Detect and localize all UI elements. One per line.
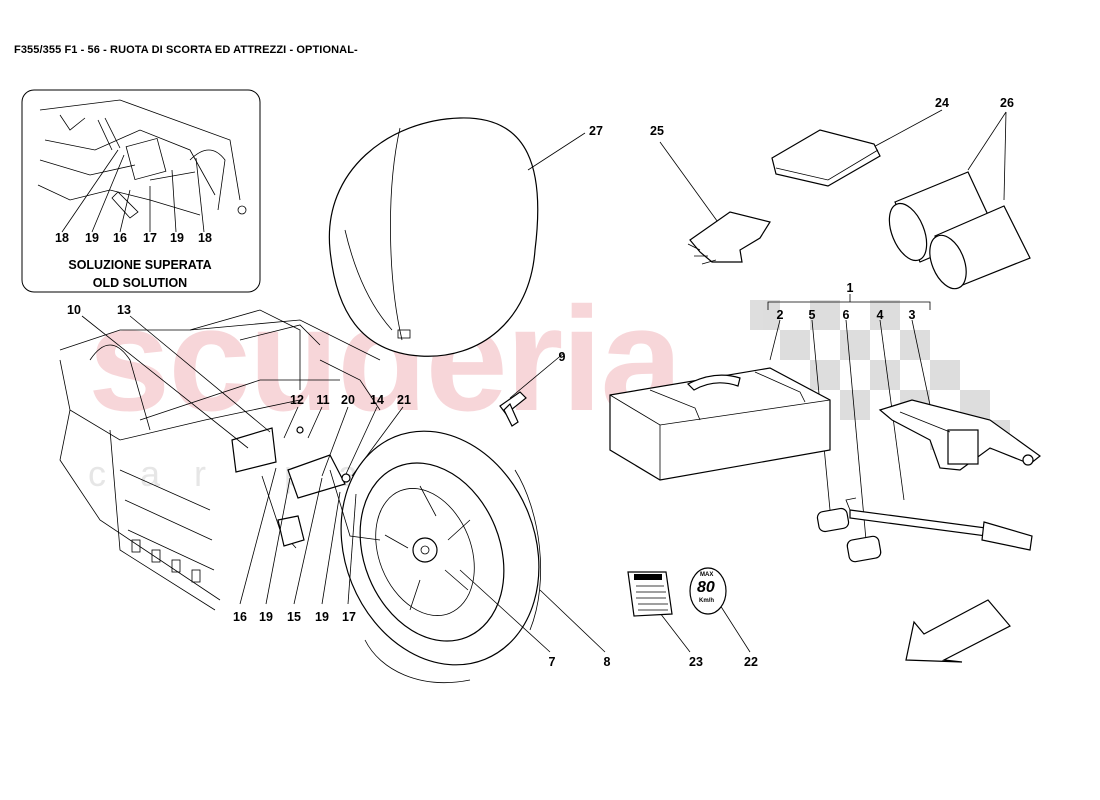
speed-sticker-unit: Km/h bbox=[699, 598, 714, 604]
wheel-cover-bag bbox=[328, 117, 539, 357]
chassis-structure bbox=[59, 309, 381, 611]
speed-limit-sticker bbox=[689, 567, 727, 615]
callout-16: 16 bbox=[233, 609, 247, 624]
callout-22: 22 bbox=[744, 654, 758, 669]
callout-13: 13 bbox=[117, 302, 131, 317]
inset-callout: 16 bbox=[113, 230, 127, 245]
group-bracket bbox=[767, 294, 931, 310]
callout-4: 4 bbox=[876, 307, 884, 322]
inset-caption-italian: SOLUZIONE SUPERATA bbox=[68, 258, 212, 272]
callout-19: 19 bbox=[259, 609, 273, 624]
callout-25: 25 bbox=[650, 123, 664, 138]
inset-sketch bbox=[37, 99, 247, 219]
speed-sticker-max: MAX bbox=[700, 572, 714, 578]
callout-5: 5 bbox=[808, 307, 816, 322]
callout-14: 14 bbox=[370, 392, 384, 407]
spare-wheel bbox=[340, 430, 542, 683]
callout-23: 23 bbox=[689, 654, 703, 669]
tool-bag bbox=[609, 367, 831, 481]
leader-lines bbox=[81, 109, 1007, 653]
callout-12: 12 bbox=[290, 392, 304, 407]
callout-1: 1 bbox=[846, 280, 854, 295]
mounting-bracket bbox=[231, 426, 381, 549]
inset-frame bbox=[21, 89, 261, 293]
instruction-label bbox=[627, 571, 673, 617]
callout-19: 19 bbox=[315, 609, 329, 624]
inset-callout: 19 bbox=[85, 230, 99, 245]
callout-9: 9 bbox=[558, 349, 566, 364]
inset-callout: 18 bbox=[198, 230, 212, 245]
inset-callout: 19 bbox=[170, 230, 184, 245]
callout-6: 6 bbox=[842, 307, 850, 322]
callout-8: 8 bbox=[603, 654, 611, 669]
rolled-covers bbox=[888, 171, 1031, 290]
callout-20: 20 bbox=[341, 392, 355, 407]
callout-17: 17 bbox=[342, 609, 356, 624]
inset-leaders bbox=[61, 149, 205, 233]
socket-tool bbox=[816, 507, 882, 563]
callout-26: 26 bbox=[1000, 95, 1014, 110]
inset-callout: 18 bbox=[55, 230, 69, 245]
page-title: F355/355 F1 - 56 - RUOTA DI SCORTA ED AT… bbox=[14, 44, 358, 56]
valve-stem bbox=[499, 391, 527, 427]
callout-3: 3 bbox=[908, 307, 916, 322]
direction-arrow bbox=[905, 599, 1011, 663]
callout-11: 11 bbox=[316, 392, 330, 407]
callout-10: 10 bbox=[67, 302, 81, 317]
callout-7: 7 bbox=[548, 654, 556, 669]
inset-callout: 17 bbox=[143, 230, 157, 245]
callout-21: 21 bbox=[397, 392, 411, 407]
callout-2: 2 bbox=[776, 307, 784, 322]
gloves bbox=[687, 211, 771, 265]
callout-24: 24 bbox=[935, 95, 949, 110]
callout-15: 15 bbox=[287, 609, 301, 624]
wheel-wrench bbox=[845, 497, 1033, 551]
car-jack bbox=[878, 399, 1041, 471]
inset-caption-english: OLD SOLUTION bbox=[92, 276, 188, 290]
speed-sticker-value: 80 bbox=[697, 579, 715, 596]
callout-27: 27 bbox=[589, 123, 603, 138]
folded-cloth bbox=[771, 129, 881, 187]
